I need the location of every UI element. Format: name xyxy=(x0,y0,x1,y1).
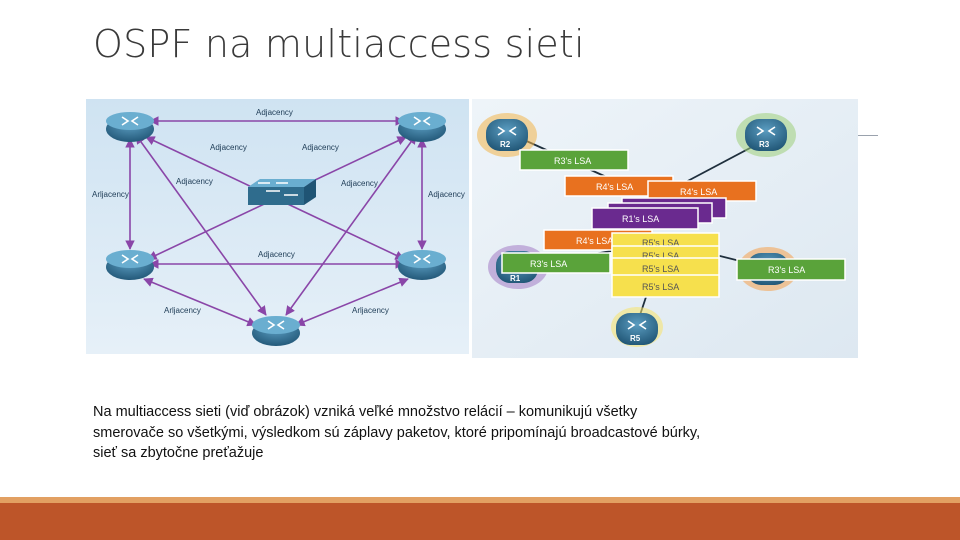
full-mesh-adjacency-diagram: Adjacency Adjacency Adjacency Adjacency … xyxy=(86,99,469,354)
router-label-r5: R5 xyxy=(630,334,641,343)
lsa-label: R3's LSA xyxy=(554,156,591,166)
adjacency-label-bottom-right: Arljacency xyxy=(352,306,389,315)
lsa-box: R3's LSA xyxy=(736,258,846,281)
lsa-label: R5's LSA xyxy=(642,264,679,274)
adjacency-label-right-edge: Adjacency xyxy=(428,190,465,199)
lsa-label: R4's LSA xyxy=(596,182,633,192)
router-icon xyxy=(106,250,154,280)
lsa-label: R5's LSA xyxy=(642,251,679,261)
adjacency-label-left-edge: Arljacency xyxy=(92,190,129,199)
lsa-box: R5's LSA xyxy=(611,274,720,298)
router-icon: R5 xyxy=(616,313,658,345)
lsa-label: R5's LSA xyxy=(642,238,679,248)
lsa-flooding-diagram: R2 R3 R1 R5 R3's LSA R4's LSA R4's LSA xyxy=(472,99,858,358)
lsa-label: R1's LSA xyxy=(622,214,659,224)
footer-bar xyxy=(0,503,960,540)
router-label-r3: R3 xyxy=(759,140,770,149)
lsa-box: R5's LSA xyxy=(611,257,720,279)
decorative-divider xyxy=(858,135,878,136)
lsa-box: R3's LSA xyxy=(519,149,629,171)
lsa-label: R5's LSA xyxy=(642,282,679,292)
adjacency-label-mid-right: Adjacency xyxy=(341,179,378,188)
lsa-boxes: R3's LSA R4's LSA R4's LSA R1's LSA R4's… xyxy=(501,149,846,298)
slide-caption: Na multiaccess sieti (viď obrázok) vznik… xyxy=(93,404,701,461)
router-label-r1: R1 xyxy=(510,274,521,283)
adjacency-label-top: Adjacency xyxy=(256,108,293,117)
adjacency-label-bottom-left: Arljacency xyxy=(164,306,201,315)
lsa-label: R4's LSA xyxy=(680,187,717,197)
adjacency-arrows xyxy=(125,116,427,327)
slide-title: OSPF na multiaccess sieti xyxy=(93,22,585,66)
router-icon: R3 xyxy=(745,119,787,151)
router-icon xyxy=(252,316,300,346)
adjacency-label-mid-left: Adjacency xyxy=(176,177,213,186)
lsa-label: R3's LSA xyxy=(768,265,805,275)
router-icon: R2 xyxy=(486,119,528,151)
adjacency-labels: Adjacency Adjacency Adjacency Adjacency … xyxy=(92,108,465,315)
footer-accent-strip xyxy=(0,497,960,503)
adjacency-label-upper-left: Adjacency xyxy=(210,143,247,152)
lsa-label: R4's LSA xyxy=(576,236,613,246)
router-icon xyxy=(398,250,446,280)
switch-icon xyxy=(248,179,316,205)
adjacency-label-middle: Adjacency xyxy=(258,250,295,259)
adjacency-label-upper-right: Adjacency xyxy=(302,143,339,152)
lsa-box: R3's LSA xyxy=(501,252,611,274)
router-icon xyxy=(398,112,446,142)
router-icon xyxy=(106,112,154,142)
lsa-label: R3's LSA xyxy=(530,259,567,269)
lsa-box: R1's LSA xyxy=(591,207,699,230)
router-label-r2: R2 xyxy=(500,140,511,149)
